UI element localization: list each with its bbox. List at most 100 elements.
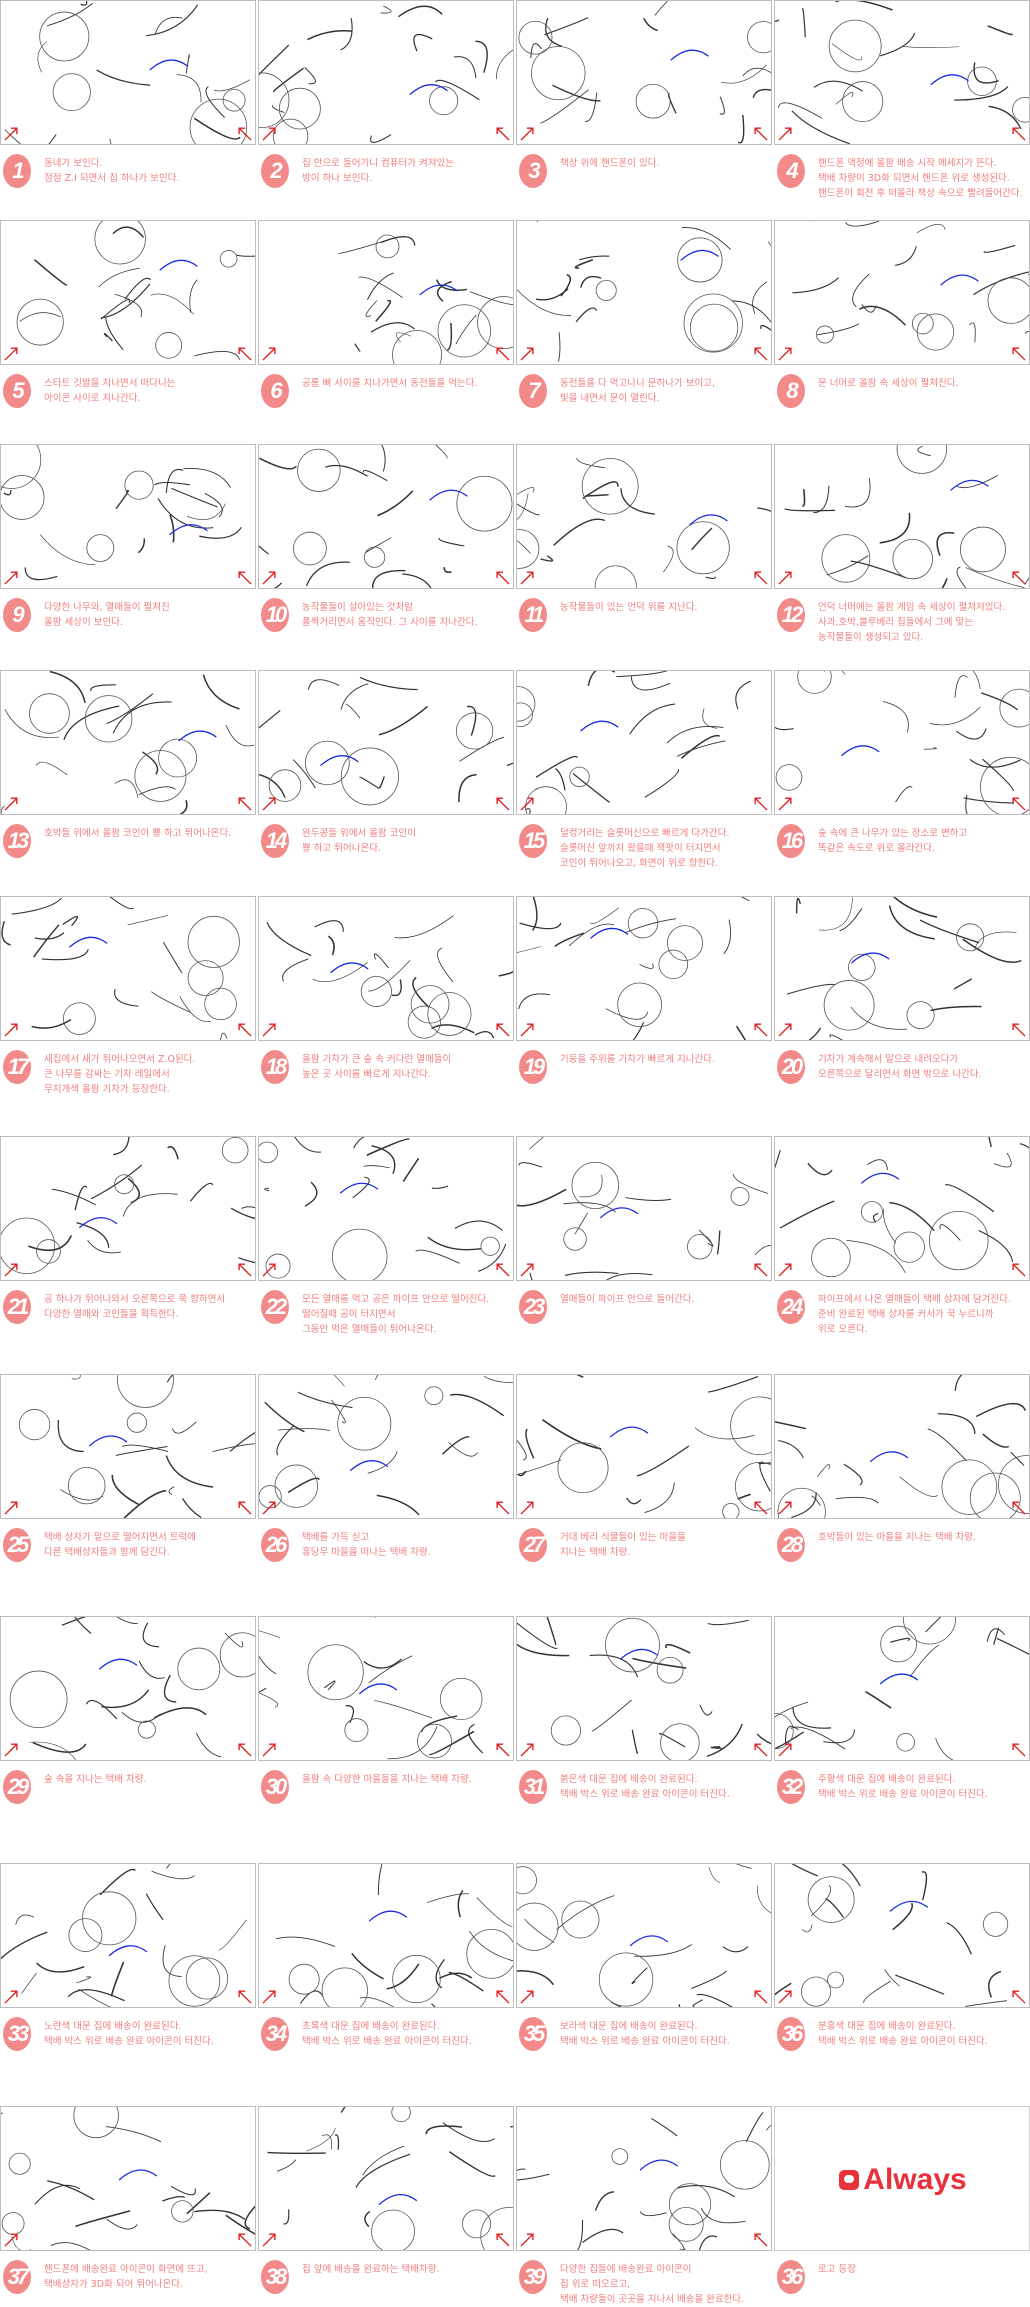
sketch-shape [185, 1957, 229, 2000]
sketch-stroke [498, 970, 513, 977]
camera-arrow-icon [1012, 1023, 1026, 1037]
sketch-stroke [436, 280, 452, 302]
caption-text: 초록색 대문 집에 배송이 완료된다.택배 박스 위로 배송 완료 아이콘이 터… [302, 2019, 512, 2049]
sketch-shape [8, 2152, 31, 2175]
sketch-stroke [32, 1741, 87, 1753]
sketch-stroke [476, 1897, 513, 1928]
motion-arrow-icon [689, 514, 728, 526]
sketch-stroke [810, 1885, 831, 1917]
sketch-shape [987, 277, 1029, 324]
sketch-stroke [909, 1644, 940, 1677]
sketch-stroke [259, 1692, 279, 1708]
motion-arrow-icon [869, 1451, 909, 1463]
sketch-stroke [76, 1221, 110, 1248]
caption-text: 올팜 속 다양한 마을들을 지나는 택배 차량. [302, 1772, 512, 1787]
sketch-stroke [428, 1730, 475, 1756]
caption-text: 분홍색 대문 집에 배송이 완료된다.택배 박스 위로 배송 완료 아이콘이 터… [818, 2019, 1028, 2049]
sketch-stroke [199, 527, 242, 539]
motion-arrow-icon [78, 1217, 118, 1229]
sketch-stroke [62, 915, 79, 927]
sketch-stroke [927, 1428, 967, 1462]
sketch-stroke [639, 963, 654, 969]
caption-text: 집 앞에 배송을 완료하는 택배차량. [302, 2262, 512, 2277]
sketch-stroke [576, 2219, 584, 2250]
sketch-stroke [395, 332, 411, 343]
sketch-stroke [631, 1967, 648, 1985]
motion-arrow-icon [339, 1182, 379, 1194]
motion-arrow-icon [950, 479, 989, 491]
scene-number-badge: 4 [777, 154, 805, 188]
sketch-stroke [176, 74, 202, 103]
sketch-stroke [659, 1732, 686, 1748]
sketch-shape [594, 565, 637, 588]
caption-line: 올팜 기차가 큰 숲 속 커다란 열매들이 [302, 1054, 452, 1065]
sketch-stroke [305, 561, 350, 587]
camera-arrow-icon [262, 571, 276, 585]
sketch-stroke [723, 919, 732, 955]
sketch-stroke [759, 1461, 771, 1492]
sketch-shape [960, 526, 1006, 573]
sketch-stroke [973, 271, 1029, 296]
sketch-shape [189, 98, 248, 144]
sketch-shape [1, 475, 45, 520]
camera-arrow-icon [496, 1263, 510, 1277]
sketch-shape [928, 1210, 989, 1271]
motion-arrow-icon [349, 1460, 389, 1472]
sketch-stroke [580, 275, 602, 288]
sketch-stroke [78, 1988, 112, 2007]
sketch-stroke [710, 1746, 722, 1749]
motion-arrow-icon [879, 1673, 919, 1685]
sketch-stroke [214, 79, 251, 92]
caption-line: 농작물들이 생성되고 있다. [818, 632, 924, 643]
sketch-stroke [76, 1976, 92, 1984]
scene-number-badge: 35 [519, 2017, 547, 2051]
sketch-stroke [105, 318, 124, 351]
sketch-stroke [435, 279, 468, 291]
camera-arrow-icon [262, 347, 276, 361]
motion-arrow-icon [940, 274, 979, 286]
sketch-shape [517, 1902, 559, 1951]
sketch-stroke [536, 221, 539, 223]
sketch-stroke [517, 540, 531, 554]
sketch-stroke [377, 1864, 383, 1895]
sketch-shape [980, 756, 1029, 814]
sketch-stroke [374, 1375, 379, 1380]
sketch-shape [1012, 96, 1029, 123]
sketch-stroke [287, 1477, 320, 1494]
sketch-shape [941, 1459, 998, 1515]
sketch-stroke [802, 489, 806, 507]
sketch-stroke [282, 958, 309, 982]
caption-line: 핸드폰이 회전 후 떠올라 책상 속으로 빨려들어간다. [818, 188, 1023, 199]
sketch-stroke [524, 1918, 555, 1943]
panel-frame [258, 670, 514, 815]
sketch-stroke [455, 314, 477, 345]
sketch-shape [480, 2207, 513, 2250]
sketch-stroke [626, 1497, 642, 1505]
sketch-stroke [980, 692, 1019, 711]
sketch-shape [331, 1228, 388, 1280]
scene-number-badge: 22 [261, 1290, 289, 1324]
caption-text: 파이프에서 나온 열매들이 택배 상자에 담겨진다.준비 완료된 택배 상자를 … [818, 1292, 1028, 1337]
sketch-stroke [757, 1885, 771, 1914]
sketch-stroke [879, 512, 911, 544]
sketch-shape [880, 1625, 917, 1663]
sketch-stroke [325, 464, 368, 477]
scene-number-badge: 2 [261, 154, 289, 188]
caption-line: 동네가 보인다. [44, 158, 103, 169]
sketch-shape [722, 1503, 740, 1518]
sketch-stroke [114, 293, 143, 318]
motion-arrow-icon [320, 755, 359, 767]
sketch-stroke [362, 2145, 405, 2176]
sketch-stroke [402, 1158, 420, 1182]
sketch-shape [177, 1647, 221, 1691]
sketch-stroke [506, 762, 513, 767]
caption-line: 숲 속에 큰 나무가 있는 장소로 변하고 [818, 828, 968, 839]
sketch-stroke [923, 747, 937, 750]
sketch-stroke [391, 979, 402, 997]
sketch-stroke [791, 1492, 817, 1518]
sketch-shape [775, 1712, 794, 1750]
caption-line: 완두콩들 위에서 올팜 코인이 [302, 828, 416, 839]
sketch-stroke [844, 478, 871, 508]
sketch-stroke [852, 273, 870, 308]
caption-line: 모든 열매를 먹고 공은 파이프 안으로 떨어진다. [302, 1294, 490, 1305]
